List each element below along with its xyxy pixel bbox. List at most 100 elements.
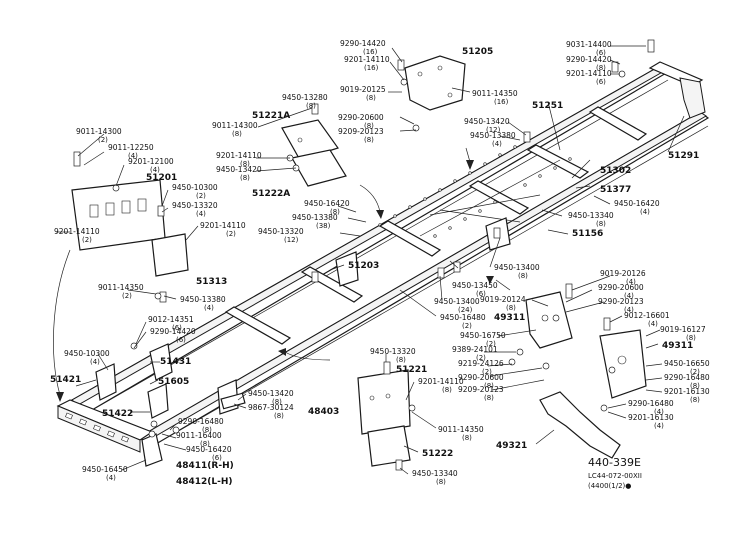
part-51221 xyxy=(357,369,411,435)
callout-l24: 51222A xyxy=(252,189,290,199)
callout-l45: 9019-20126(4) xyxy=(600,269,646,286)
callout-l8: 9201-14110(6) xyxy=(566,69,612,86)
callout-l41: 9450-13380(4) xyxy=(180,295,226,312)
callout-l21: 51201 xyxy=(146,173,177,183)
part-51221A xyxy=(281,119,339,161)
rear-end-bracket xyxy=(679,77,706,119)
callout-l26: 51377 xyxy=(600,185,631,195)
callout-l73: 48403 xyxy=(308,407,339,417)
callout-l82: 9450-16450(4) xyxy=(82,465,128,482)
part-48403 xyxy=(220,392,246,410)
callout-l55: 9450-16750(2) xyxy=(460,331,506,348)
callout-l84: 48412(L-H) xyxy=(176,477,233,487)
part-51205 xyxy=(404,55,466,111)
callout-l58: 51431 xyxy=(160,357,191,367)
callout-l35: 9201-14110(2) xyxy=(200,221,246,238)
callout-l69: 9201-14110(8) xyxy=(418,377,464,394)
callout-l39: 9450-13400(8) xyxy=(494,263,540,280)
figure-date: (4400(1/2)● xyxy=(588,482,631,490)
rail-holes xyxy=(378,145,572,247)
callout-l30: 9450-13380(38) xyxy=(292,213,338,230)
callout-l53: 9019-16127(8) xyxy=(660,325,706,342)
left-rail-web xyxy=(79,79,669,418)
callout-l46: 9290-20600(4) xyxy=(598,283,644,300)
callout-l12: 9290-20600(8) xyxy=(338,113,384,130)
callout-l44: 9450-16480(2) xyxy=(440,313,486,330)
callout-l64: 9450-16650(2) xyxy=(664,359,710,376)
callout-l74: 9290-16480(4) xyxy=(628,399,674,416)
callout-l76: 9290-16480(8) xyxy=(178,417,224,434)
callout-l50: 9012-14351(6) xyxy=(148,315,194,332)
callout-l70: 9450-13420(8) xyxy=(248,389,294,406)
callout-l78: 9011-14350(8) xyxy=(438,425,484,442)
callout-l59: 9450-13320(8) xyxy=(370,347,416,364)
callout-l83: 51222 xyxy=(422,449,453,459)
part-51222A xyxy=(291,149,347,187)
callout-l19: 9011-12250(4) xyxy=(108,143,154,160)
callout-l36: 51156 xyxy=(572,229,603,239)
callout-l48: 9019-20124(8) xyxy=(480,295,526,312)
callout-l71: 51422 xyxy=(102,409,133,419)
callout-l5: 9011-14350(16) xyxy=(472,89,518,106)
part-49311-b xyxy=(599,329,647,399)
callout-l25: 51302 xyxy=(600,166,631,176)
callout-l9: 9450-13280(8) xyxy=(282,93,328,110)
callout-l61: 9219-24126(2) xyxy=(458,359,504,376)
callout-l81: 48411(R-H) xyxy=(176,461,234,471)
callout-l42: 9450-13450(6) xyxy=(452,281,498,298)
callout-l31: 9450-13320(12) xyxy=(258,227,304,244)
callout-l17: 51291 xyxy=(668,151,699,161)
figure-code: LC44-072-00XII xyxy=(588,472,642,480)
callout-l85: 9450-13340(8) xyxy=(412,469,458,486)
callout-l37: 51313 xyxy=(196,277,227,287)
callout-l32: 9450-16420(4) xyxy=(614,199,660,216)
callout-l13: 9209-20123(8) xyxy=(338,127,384,144)
part-51222 xyxy=(367,425,411,467)
front-cross-member-slots xyxy=(65,412,129,443)
callout-l22: 9201-14110(8) xyxy=(216,151,262,168)
callout-l72: 9867-30124(8) xyxy=(248,403,294,420)
callout-l2: 9201-14110(16) xyxy=(344,55,390,72)
leader-lines xyxy=(56,45,685,475)
callout-l67: 51421 xyxy=(50,375,81,385)
callout-l79: 9450-16420(6) xyxy=(186,445,232,462)
callout-l51: 9290-14420(6) xyxy=(150,327,196,344)
callout-l43: 9450-13400(24) xyxy=(434,297,480,314)
callout-l38: 51203 xyxy=(348,261,379,271)
callout-l47: 9290-20123(4) xyxy=(598,297,644,314)
assembly-arrows xyxy=(53,147,511,402)
callout-l52: 9012-16601(4) xyxy=(624,311,670,328)
callout-l4: 51205 xyxy=(462,47,493,57)
callout-l14: 9450-13420(12) xyxy=(464,117,510,134)
callout-l23: 9450-13420(8) xyxy=(216,165,262,182)
chassis-frame xyxy=(56,61,710,453)
callout-l80: 49321 xyxy=(496,441,527,451)
callout-l6: 9031-14400(6) xyxy=(566,40,612,57)
callout-l20: 9201-12100(4) xyxy=(128,157,174,174)
callout-l65: 9290-16480(8) xyxy=(664,373,710,390)
callout-l28: 9450-13320(4) xyxy=(172,201,218,218)
right-rail-web xyxy=(155,125,709,445)
callout-l10: 51221A xyxy=(252,111,290,121)
callout-l1: 9290-14420(16) xyxy=(340,39,386,56)
callout-l27: 9450-10300(2) xyxy=(172,183,218,200)
part-49321 xyxy=(539,391,621,459)
callout-l18: 9011-14300(2) xyxy=(76,127,122,144)
figure-reference: 440-339E LC44-072-00XII (4400(1/2)● xyxy=(588,456,642,490)
callout-l34: 9201-14110(2) xyxy=(54,227,100,244)
callout-l75: 9201-16130(4) xyxy=(628,413,674,430)
callout-l29: 9450-16420(8) xyxy=(304,199,350,216)
callout-l66: 9201-16130(8) xyxy=(664,387,710,404)
callout-l15: 9450-13380(4) xyxy=(470,131,516,148)
callout-l63: 9209-20123(8) xyxy=(458,385,504,402)
callout-l11: 9011-14300(8) xyxy=(212,121,258,138)
callout-l57: 9450-10300(4) xyxy=(64,349,110,366)
part-labels: 9290-14420(16) 9201-14110(16) 9019-20125… xyxy=(50,39,710,487)
figure-ref-number: 440-339E xyxy=(588,456,641,469)
part-51313 xyxy=(151,233,189,277)
callout-l62: 9290-20600(8) xyxy=(458,373,504,390)
cross-members xyxy=(224,106,648,345)
callout-l54: 49311 xyxy=(662,341,693,351)
callout-l33: 9450-13340(8) xyxy=(568,211,614,228)
